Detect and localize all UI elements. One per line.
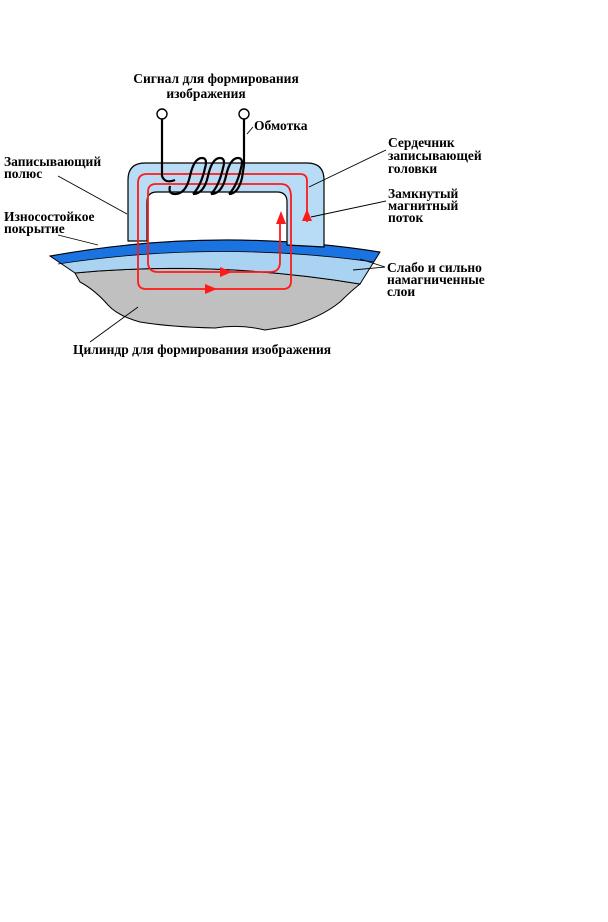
signal-label-line1: Сигнал для формирования — [133, 71, 299, 86]
layers-boundary — [57, 251, 375, 265]
core-label-line1: Сердечник — [388, 135, 455, 150]
pole-label-line2: полюс — [4, 166, 42, 181]
flux-arrow-up-right — [302, 209, 312, 221]
core-label-line3: головки — [388, 161, 437, 176]
flux-arrow-up-inner — [276, 211, 286, 224]
flux-arrow-right-lower — [205, 284, 217, 294]
flux-arrow-right-upper — [220, 267, 232, 277]
flux-loop-outer — [137, 173, 308, 290]
flux-label-line1: Замкнутый — [388, 186, 459, 201]
closed-magnetic-flux — [137, 173, 312, 294]
flux-label-line3: поток — [388, 210, 424, 225]
coating-label-line1: Износостойкое — [4, 209, 95, 224]
winding-label: Обмотка — [254, 118, 308, 133]
core-label-line2: записывающей — [388, 148, 482, 163]
pole-label-line1: Записывающий — [4, 154, 101, 169]
layers-outline — [48, 239, 381, 285]
layers-label-line2: намагниченные — [387, 272, 485, 287]
coating-label-line2: покрытие — [4, 221, 65, 236]
leader-lines — [57, 126, 387, 343]
layers-label-line3: слои — [387, 284, 415, 299]
layers-label-line1: Слабо и сильно — [387, 260, 482, 275]
flux-label-line2: магнитный — [388, 198, 458, 213]
winding-coil — [156, 108, 250, 196]
signal-label-line2: изображения — [166, 86, 245, 101]
cylinder-label: Цилиндр для формирования изображения — [73, 342, 331, 357]
signal-terminal-left — [156, 108, 168, 120]
signal-terminal-right — [238, 108, 250, 120]
